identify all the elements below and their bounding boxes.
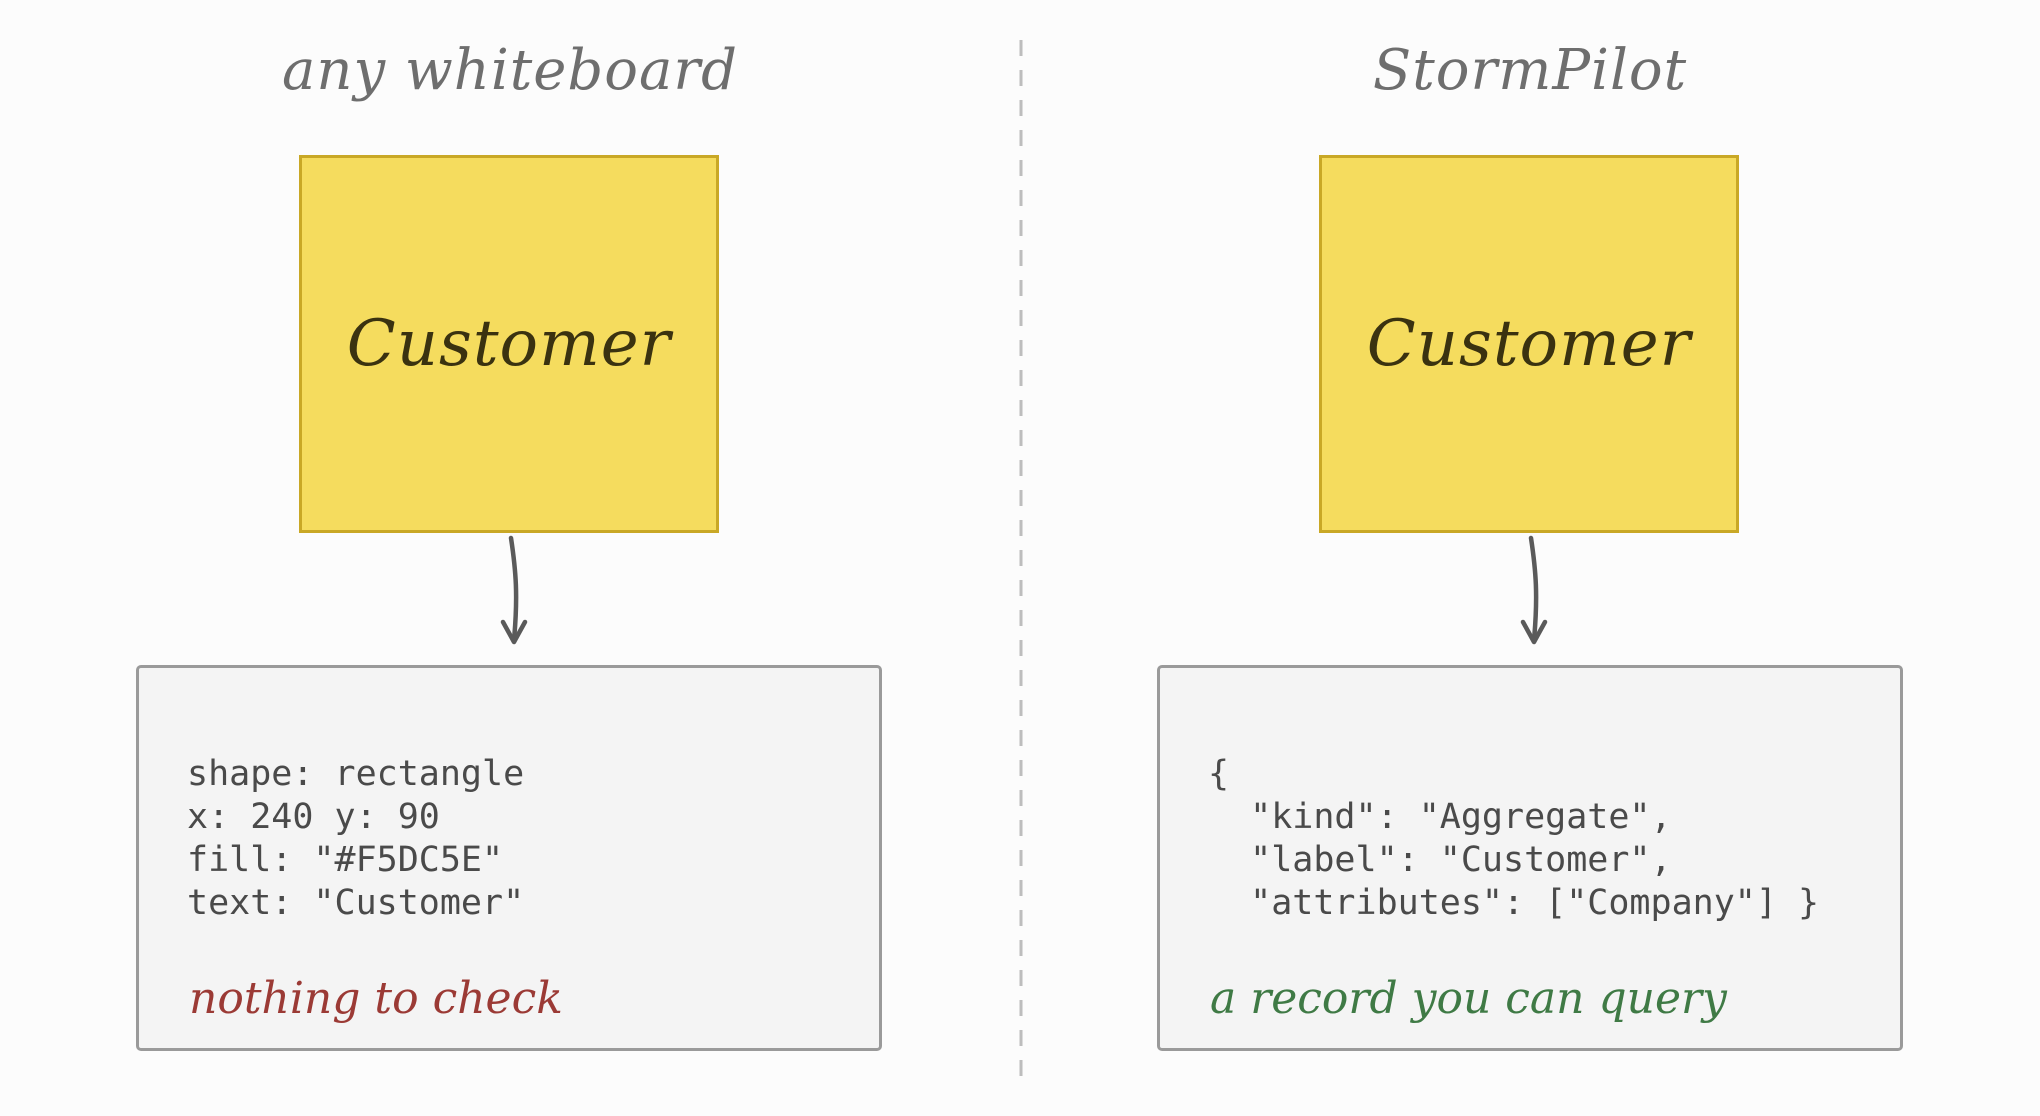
right-arrow: [1520, 535, 1548, 645]
left-sticky-note: Customer: [299, 155, 719, 533]
right-note: a record you can query: [1210, 973, 1727, 1024]
left-code-block: shape: rectangle x: 240 y: 90 fill: "#F5…: [187, 753, 524, 925]
right-data-card: { "kind": "Aggregate", "label": "Custome…: [1157, 665, 1903, 1051]
left-note: nothing to check: [189, 973, 563, 1024]
left-arrow: [500, 535, 528, 645]
right-code-line: "attributes": ["Company"] }: [1208, 883, 1820, 923]
left-sticky-label: Customer: [346, 307, 672, 381]
left-heading: any whiteboard: [281, 38, 738, 103]
left-arrow-head: [500, 619, 528, 645]
column-divider: [1019, 40, 1023, 1080]
right-code-line: {: [1208, 754, 1230, 794]
right-code-block: { "kind": "Aggregate", "label": "Custome…: [1208, 753, 1819, 925]
left-code-line: text: "Customer": [187, 883, 525, 923]
right-heading: StormPilot: [1372, 38, 1688, 103]
left-code-line: shape: rectangle: [187, 754, 525, 794]
right-arrow-shaft: [1528, 535, 1539, 643]
right-code-line: "label": "Customer",: [1208, 840, 1672, 880]
left-arrow-shaft: [508, 535, 519, 643]
left-data-card: shape: rectangle x: 240 y: 90 fill: "#F5…: [136, 665, 882, 1051]
right-sticky-label: Customer: [1366, 307, 1692, 381]
left-code-line: x: 240 y: 90: [187, 797, 440, 837]
right-sticky-note: Customer: [1319, 155, 1739, 533]
right-arrow-head: [1520, 619, 1548, 645]
right-code-line: "kind": "Aggregate",: [1208, 797, 1672, 837]
left-code-line: fill: "#F5DC5E": [187, 840, 504, 880]
